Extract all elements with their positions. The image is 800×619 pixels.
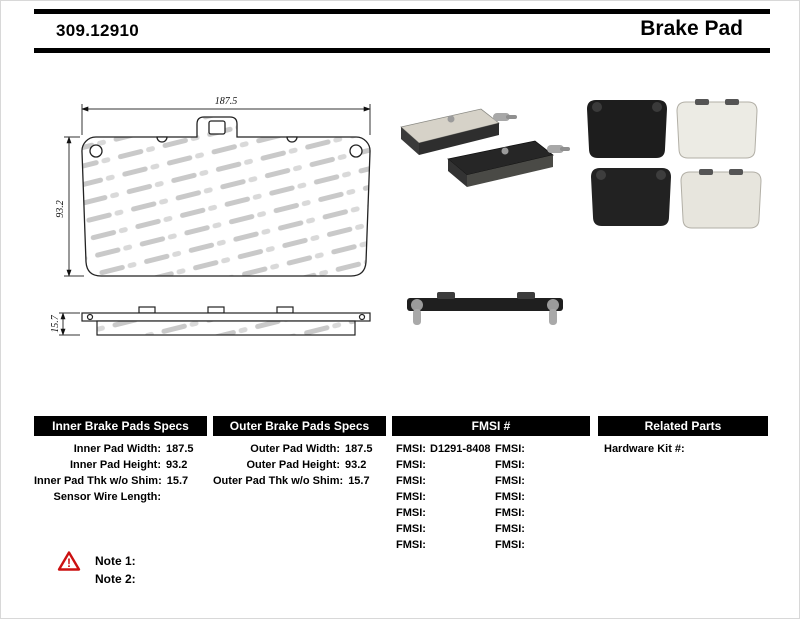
related-value [685,441,690,457]
dim-width-label: 187.5 [215,96,238,107]
fmsi-label: FMSI: [396,443,426,455]
fmsi-value [430,489,491,505]
table-row: Inner Pad Width: 187.5 [34,441,207,457]
fmsi-label: FMSI: [495,507,525,519]
table-row: Sensor Wire Length: [34,489,207,505]
fmsi-label: FMSI: [495,459,525,471]
table-row: FMSI: FMSI: [392,457,590,473]
spec-label: Inner Pad Thk w/o Shim: [34,475,162,487]
outer-specs-table: Outer Pad Width: 187.5 Outer Pad Height:… [213,441,386,489]
fmsi-label: FMSI: [495,539,525,551]
fmsi-value [529,473,590,489]
svg-text:!: ! [67,556,71,570]
spec-value: 15.7 [348,475,370,487]
dim-thickness-label: 15.7 [51,314,61,333]
fmsi-label: FMSI: [396,539,426,551]
fmsi-value [529,489,590,505]
fmsi-label: FMSI: [396,507,426,519]
fmsi-value [430,521,491,537]
spec-value: 93.2 [166,459,188,471]
spec-value: 187.5 [345,443,373,455]
table-row: FMSI: FMSI: [392,537,590,553]
fmsi-header: FMSI # [392,416,590,436]
product-photo-pad-profile [407,292,563,325]
fmsi-label: FMSI: [396,491,426,503]
table-row: Outer Pad Thk w/o Shim: 15.7 [213,473,386,489]
fmsi-label: FMSI: [495,491,525,503]
fmsi-label: FMSI: [396,459,426,471]
technical-drawing: 187.5 93.2 15.7 [51,96,371,336]
page-title: Brake Pad [640,17,743,40]
spec-label: Sensor Wire Length: [53,491,161,503]
fmsi-value: D1291-8408 [430,443,491,455]
fmsi-value [529,537,590,553]
fmsi-value [529,521,590,537]
fmsi-value [430,457,491,473]
table-row: Outer Pad Width: 187.5 [213,441,386,457]
dim-thickness-lines [59,312,80,336]
table-row: FMSI: FMSI: [392,505,590,521]
note-2-label: Note 2: [95,572,136,586]
fmsi-value [430,537,491,553]
table-row: Inner Pad Thk w/o Shim: 15.7 [34,473,207,489]
warning-icon: ! [57,551,81,571]
spec-label: Inner Pad Height: [69,459,161,471]
dim-height-lines [64,136,84,277]
fmsi-label: FMSI: [396,523,426,535]
fmsi-label: FMSI: [396,475,426,487]
note-1-label: Note 1: [95,554,136,568]
pad-side-view [81,306,371,336]
spec-value [161,489,207,505]
dim-width-lines [81,104,371,135]
inner-specs-header: Inner Brake Pads Specs [34,416,207,436]
part-number: 309.12910 [56,21,140,40]
related-label: Hardware Kit #: [604,443,685,455]
fmsi-value [529,457,590,473]
product-photo-pad-set [587,99,762,229]
spec-value: 93.2 [345,459,367,471]
table-row: Inner Pad Height: 93.2 [34,457,207,473]
spec-value: 187.5 [166,443,194,455]
fmsi-value [430,505,491,521]
related-parts-table: Hardware Kit #: [598,441,768,457]
spec-value: 15.7 [166,475,189,487]
header-rule-bottom [34,48,770,53]
table-row: FMSI: FMSI: [392,473,590,489]
fmsi-label: FMSI: [495,475,525,487]
table-row: FMSI: FMSI: [392,489,590,505]
related-parts-header: Related Parts [598,416,768,436]
fmsi-label: FMSI: [495,523,525,535]
outer-specs-header: Outer Brake Pads Specs [213,416,386,436]
table-row: FMSI: FMSI: [392,521,590,537]
table-row: Hardware Kit #: [598,441,768,457]
dim-height-label: 93.2 [55,200,66,218]
spec-label: Inner Pad Width: [73,443,161,455]
spec-label: Outer Pad Height: [246,459,340,471]
header-rule-top [34,9,770,14]
fmsi-value [430,473,491,489]
inner-specs-table: Inner Pad Width: 187.5 Inner Pad Height:… [34,441,207,505]
fmsi-value [529,441,590,457]
table-row: FMSI: D1291-8408 FMSI: [392,441,590,457]
fmsi-value [529,505,590,521]
fmsi-table: FMSI: D1291-8408 FMSI: FMSI: FMSI: FMSI: … [392,441,590,553]
pad-front-view [81,116,371,277]
fmsi-label: FMSI: [495,443,525,455]
table-row: Outer Pad Height: 93.2 [213,457,386,473]
spec-label: Outer Pad Thk w/o Shim: [213,475,344,487]
spec-label: Outer Pad Width: [250,443,340,455]
product-photo-pads-angled [400,108,570,187]
